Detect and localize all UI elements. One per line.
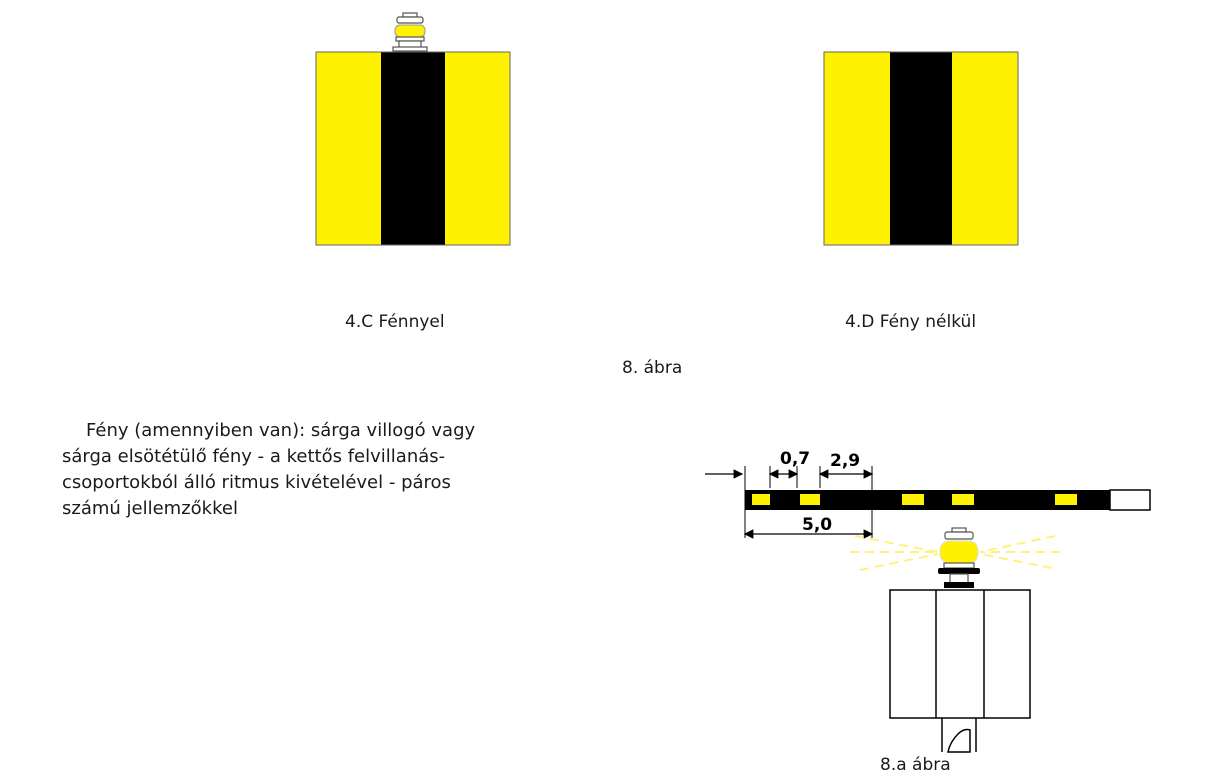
figure-caption: 8. ábra	[622, 358, 683, 378]
flash-sequence-bar	[745, 489, 1151, 511]
flash-timing-diagram: 0,7 2,9 5,0	[705, 449, 1151, 753]
marker-with-light	[315, 12, 511, 246]
marker-body	[315, 51, 511, 246]
paragraph-line: sárga elsötétülő fény - a kettős felvill…	[62, 446, 446, 467]
caption-without-light: 4.D Fény nélkül	[845, 312, 977, 332]
marker-without-light	[823, 51, 1019, 246]
paragraph-line: Fény (amennyiben van): sárga villogó vag…	[86, 420, 476, 441]
paragraph-line: számú jellemzőkkel	[62, 498, 238, 519]
timing-figure-caption: 8.a ábra	[880, 755, 951, 775]
light-rays	[850, 535, 1060, 571]
marker-outline	[889, 589, 1031, 753]
dim-label-period: 5,0	[802, 515, 832, 535]
dim-label-gap: 2,9	[830, 451, 860, 471]
caption-with-light: 4.C Fénnyel	[345, 312, 445, 332]
lamp-icon	[938, 527, 980, 588]
paragraph-line: csoportokból álló ritmus kivételével - p…	[62, 472, 451, 493]
lamp-icon	[392, 12, 428, 52]
dim-label-short: 0,7	[780, 449, 810, 469]
light-description: Fény (amennyiben van): sárga villogó vag…	[62, 418, 522, 522]
marker-body	[823, 51, 1019, 246]
